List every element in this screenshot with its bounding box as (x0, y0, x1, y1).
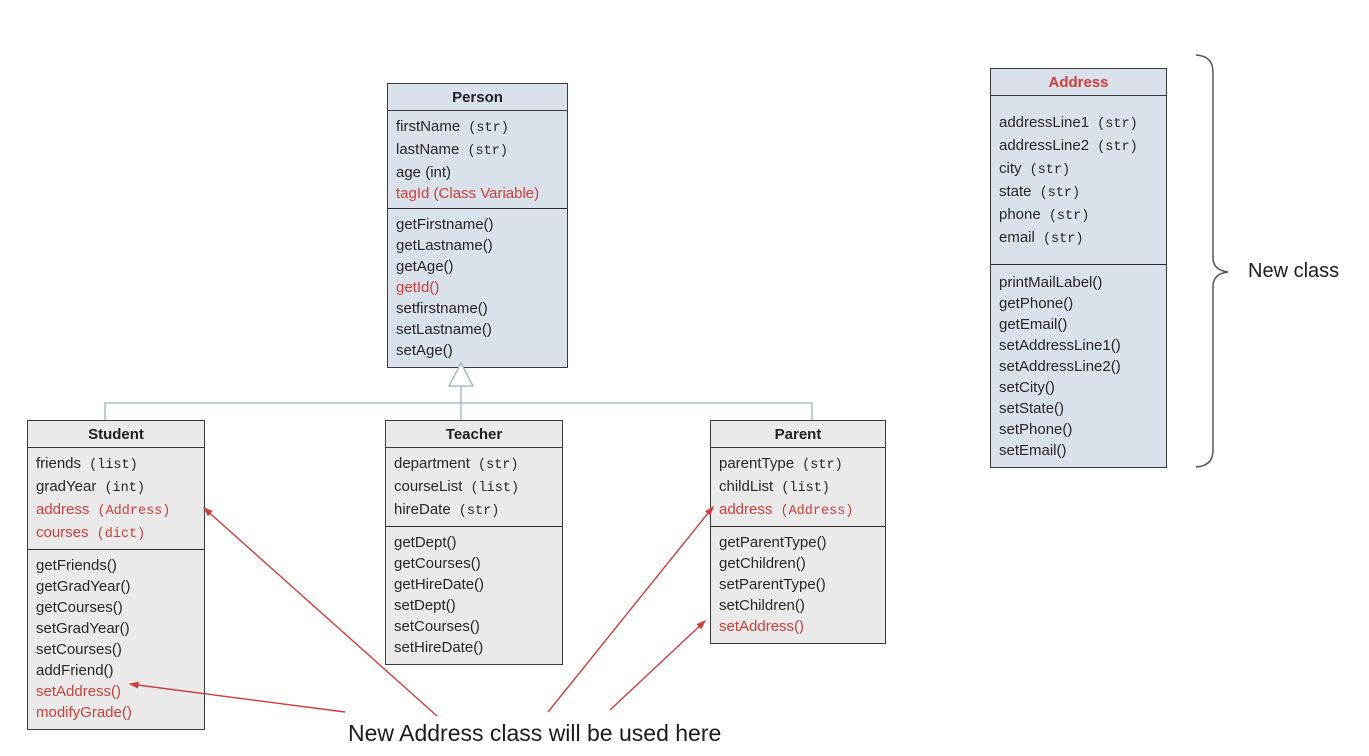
method-row: setEmail() (999, 442, 1067, 459)
attribute-row: friends (list) (36, 455, 138, 473)
class-title-parent: Parent (711, 421, 885, 448)
method-row: setChildren() (719, 597, 805, 614)
method-row: setState() (999, 400, 1065, 417)
method-row: setCity() (999, 379, 1055, 396)
attribute-row: city (str) (999, 160, 1071, 178)
teacher-attributes-section: department (str) courseList (list) hireDat… (386, 448, 562, 527)
method-row: setAge() (396, 342, 453, 359)
attribute-row: department (str) (394, 455, 519, 473)
student-methods-section: getFriends() getGradYear() getCourses() set… (28, 550, 204, 729)
method-row: getChildren() (719, 555, 806, 572)
class-box-address: Address addressLine1 (str) addressLine2 (… (990, 68, 1167, 468)
attribute-row: address (Address) (36, 501, 171, 519)
method-row: setAddressLine1() (999, 337, 1121, 354)
attribute-row: age (int) (396, 164, 452, 181)
method-row: printMailLabel() (999, 274, 1103, 291)
attribute-row: childList (list) (719, 478, 830, 496)
method-row: setAddress() (719, 618, 805, 635)
method-row: modifyGrade() (36, 704, 132, 721)
person-attributes-section: firstName (str) lastName (str) age (int) ta… (388, 111, 567, 209)
method-row: getCourses() (36, 599, 123, 616)
class-box-person: Person firstName (str) lastName (str) age … (387, 83, 568, 368)
attribute-row: gradYear (int) (36, 478, 145, 496)
address-attributes-section: addressLine1 (str) addressLine2 (str) city… (991, 96, 1166, 265)
class-title-person: Person (388, 84, 567, 111)
method-row: getHireDate() (394, 576, 485, 593)
method-row: getParentType() (719, 534, 827, 551)
attribute-row: email (str) (999, 229, 1084, 247)
attribute-row: lastName (str) (396, 141, 508, 159)
class-title-address: Address (991, 69, 1166, 96)
attribute-row: courseList (list) (394, 478, 520, 496)
method-row: setParentType() (719, 576, 826, 593)
method-row: setCourses() (394, 618, 480, 635)
inheritance-connector-lines (104, 386, 813, 420)
method-row: setHireDate() (394, 639, 484, 656)
teacher-methods-section: getDept() getCourses() getHireDate() setDep… (386, 527, 562, 664)
attribute-row: tagId (Class Variable) (396, 185, 540, 202)
attribute-row: courses (dict) (36, 524, 146, 542)
address-methods-section: printMailLabel() getPhone() getEmail() setA… (991, 265, 1166, 467)
method-row: setfirstname() (396, 300, 488, 317)
parent-attributes-section: parentType (str) childList (list) address … (711, 448, 885, 527)
attribute-row: phone (str) (999, 206, 1090, 224)
method-row: setLastname() (396, 321, 492, 338)
parent-methods-section: getParentType() getChildren() setParentTyp… (711, 527, 885, 643)
student-attributes-section: friends (list) gradYear (int) address (Add… (28, 448, 204, 550)
method-row: getAge() (396, 258, 454, 275)
attribute-row: hireDate (str) (394, 501, 500, 519)
person-methods-section: getFirstname() getLastname() getAge() getId… (388, 209, 567, 367)
class-box-student: Student friends (list) gradYear (int) addr… (27, 420, 205, 730)
class-title-teacher: Teacher (386, 421, 562, 448)
class-box-teacher: Teacher department (str) courseList (list… (385, 420, 563, 665)
attribute-row: parentType (str) (719, 455, 843, 473)
method-row: getFirstname() (396, 216, 494, 233)
method-row: setDept() (394, 597, 456, 614)
method-row: addFriend() (36, 662, 114, 679)
method-row: getEmail() (999, 316, 1068, 333)
method-row: getCourses() (394, 555, 481, 572)
annotation-text: New Address class will be used here (348, 720, 722, 746)
new-class-label: New class (1248, 260, 1340, 282)
method-row: getPhone() (999, 295, 1074, 312)
method-row: getLastname() (396, 237, 493, 254)
attribute-row: addressLine1 (str) (999, 114, 1138, 132)
red-arrow-to-parent-address (547, 505, 714, 713)
method-row: setGradYear() (36, 620, 130, 637)
method-row: getDept() (394, 534, 457, 551)
attribute-row: address (Address) (719, 501, 854, 519)
attribute-row: addressLine2 (str) (999, 137, 1138, 155)
attribute-row: firstName (str) (396, 118, 509, 136)
new-class-brace (1195, 54, 1229, 468)
method-row: getFriends() (36, 557, 117, 574)
method-row: getGradYear() (36, 578, 131, 595)
method-row: setAddress() (36, 683, 122, 700)
method-row: setAddressLine2() (999, 358, 1121, 375)
method-row: setCourses() (36, 641, 122, 658)
method-row: setPhone() (999, 421, 1073, 438)
class-title-student: Student (28, 421, 204, 448)
attribute-row: state (str) (999, 183, 1081, 201)
method-row: getId() (396, 279, 440, 296)
red-arrow-to-parent-setaddress (609, 619, 707, 711)
class-box-parent: Parent parentType (str) childList (list) a… (710, 420, 886, 644)
